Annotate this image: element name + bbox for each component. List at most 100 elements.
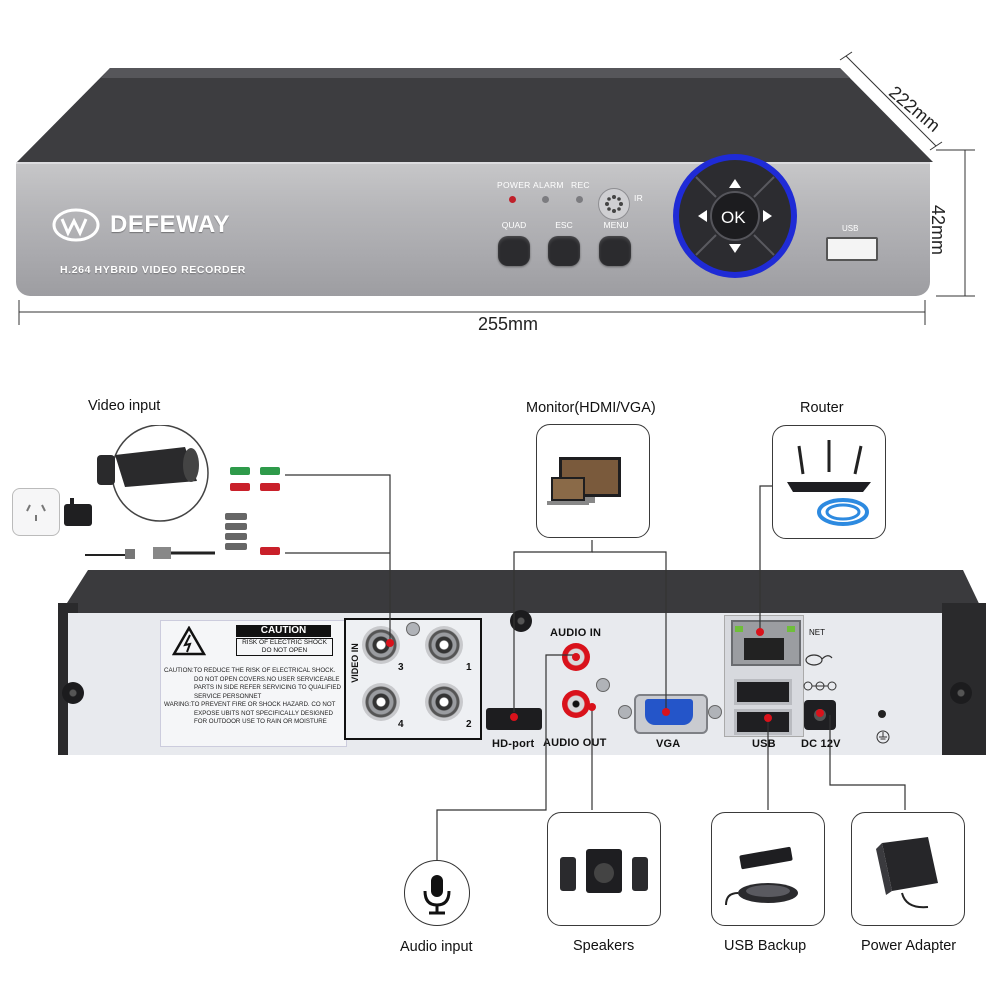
- speakers-callout: [547, 812, 661, 926]
- arrow-left-icon: [698, 210, 707, 222]
- monitor-callout: [536, 424, 650, 538]
- caution-line: EXPOSE UBITS NOT SPECIFICALLY DESIGNED: [194, 709, 333, 717]
- router-callout: [772, 425, 886, 539]
- caution-subtitle: RISK OF ELECTRIC SHOCK DO NOT OPEN: [236, 638, 333, 656]
- defeway-logo-icon: [52, 208, 100, 242]
- caution-line: DO NOT OPEN COVERS.NO USER SERVICEABLE: [194, 675, 340, 683]
- camera-illustration: [85, 425, 280, 559]
- bnc-port-4[interactable]: [362, 683, 400, 721]
- alarm-led: [542, 196, 549, 203]
- screw-icon: [950, 682, 972, 704]
- screw-icon: [618, 705, 632, 719]
- quad-button-label: QUAD: [501, 220, 527, 230]
- monitor-caption: Monitor(HDMI/VGA): [526, 400, 656, 416]
- bnc-number: 1: [466, 662, 472, 673]
- front-usb-port[interactable]: [826, 237, 878, 261]
- usb-label: USB: [752, 738, 776, 750]
- video-input-caption: Video input: [88, 398, 161, 414]
- rec-led: [576, 196, 583, 203]
- router-caption: Router: [800, 400, 844, 416]
- product-subtitle: H.264 HYBRID VIDEO RECORDER: [60, 264, 246, 276]
- speakers-icon: [560, 849, 648, 893]
- dimension-lines: [18, 51, 975, 325]
- polarity-icon: [803, 681, 837, 691]
- power-adapter-callout: [851, 812, 965, 926]
- bnc-number: 3: [398, 662, 404, 673]
- bnc-port-3[interactable]: [362, 626, 400, 664]
- indicator-rec-label: REC: [571, 180, 590, 190]
- ground-screw-icon: [406, 622, 420, 636]
- power-adapter-icon: [876, 837, 938, 909]
- arrow-right-icon: [763, 210, 772, 222]
- mouse-icon: [805, 654, 833, 666]
- bnc-number: 4: [398, 719, 404, 730]
- net-label: NET: [809, 628, 825, 637]
- bnc-number: 2: [466, 719, 472, 730]
- caution-title: CAUTION: [236, 625, 331, 637]
- ground-screw-icon: [596, 678, 610, 692]
- caution-line: WARING:TO PREVENT FIRE OR SHOCK HAZARD. …: [164, 701, 336, 708]
- caution-line: PARTS IN SIDE REFER SERVICING TO QUALIFI…: [194, 684, 341, 691]
- power-led: [509, 196, 516, 203]
- ethernet-socket: [744, 638, 784, 660]
- arrow-up-icon: [729, 179, 741, 188]
- audio-out-label: AUDIO OUT: [543, 737, 607, 749]
- indicator-alarm-label: ALARM: [533, 180, 564, 190]
- indicator-power-label: POWER: [497, 180, 531, 190]
- vga-label: VGA: [656, 738, 681, 750]
- rear-usb-port-2[interactable]: [734, 709, 792, 735]
- caution-line: FOR OUTDOOR USE TO RAIN OR MOISTURE: [194, 718, 327, 725]
- menu-button-label: MENU: [603, 220, 629, 230]
- arrow-down-icon: [729, 244, 741, 253]
- ir-label: IR: [634, 193, 644, 203]
- usb-backup-callout: [711, 812, 825, 926]
- camera-icon: [115, 447, 197, 487]
- ground-symbol-icon: [876, 730, 890, 744]
- microphone-callout: [404, 860, 470, 926]
- usb-backup-caption: USB Backup: [724, 938, 807, 954]
- rear-usb-port-1[interactable]: [734, 679, 792, 705]
- width-dimension: 255mm: [478, 314, 539, 334]
- activity-led: [787, 626, 795, 632]
- hd-port-label: HD-port: [492, 738, 535, 750]
- ir-receiver-icon: [598, 188, 630, 220]
- warning-triangle-icon: [172, 626, 206, 656]
- speakers-caption: Speakers: [573, 938, 635, 954]
- ethernet-cable-icon: [817, 498, 869, 526]
- esc-button[interactable]: [548, 236, 580, 266]
- camera-mount-icon: [97, 455, 115, 485]
- ok-button[interactable]: OK: [721, 208, 746, 227]
- screw-icon: [62, 682, 84, 704]
- quad-button[interactable]: [498, 236, 530, 266]
- audio-input-caption: Audio input: [400, 939, 473, 955]
- caution-line: SERVICE PERSONNET: [194, 692, 262, 700]
- brand-logo: DEFEWAY: [50, 205, 230, 245]
- screw-icon: [708, 705, 722, 719]
- power-adapter-caption: Power Adapter: [861, 938, 957, 954]
- rear-side-right: [942, 603, 986, 755]
- caution-label: [160, 620, 347, 747]
- reset-hole: [878, 710, 886, 718]
- menu-button[interactable]: [599, 236, 631, 266]
- caution-line: CAUTION:TO REDUCE THE RISK OF ELECTRICAL…: [164, 667, 336, 674]
- audio-out-jack[interactable]: [562, 690, 590, 718]
- bnc-port-2[interactable]: [425, 683, 463, 721]
- audio-in-label: AUDIO IN: [550, 627, 602, 639]
- router-icon: [787, 482, 871, 492]
- link-led: [735, 626, 743, 632]
- dvr-rear-top-cover: [60, 570, 984, 614]
- power-plug-icon: [64, 498, 92, 526]
- esc-button-label: ESC: [555, 220, 573, 230]
- bnc-port-1[interactable]: [425, 626, 463, 664]
- wall-outlet-icon: [12, 488, 60, 536]
- dvr-front-top-cover: [17, 68, 933, 162]
- usb-flash-drive-icon: [739, 846, 793, 870]
- brand-name: DEFEWAY: [110, 211, 230, 238]
- screw-icon: [510, 610, 532, 632]
- microphone-icon: [423, 875, 451, 915]
- navigation-dpad[interactable]: [670, 151, 800, 281]
- front-usb-label: USB: [842, 224, 859, 233]
- caution-text-block: CAUTION:TO REDUCE THE RISK OF ELECTRICAL…: [164, 667, 344, 727]
- dc-label: DC 12V: [801, 738, 841, 750]
